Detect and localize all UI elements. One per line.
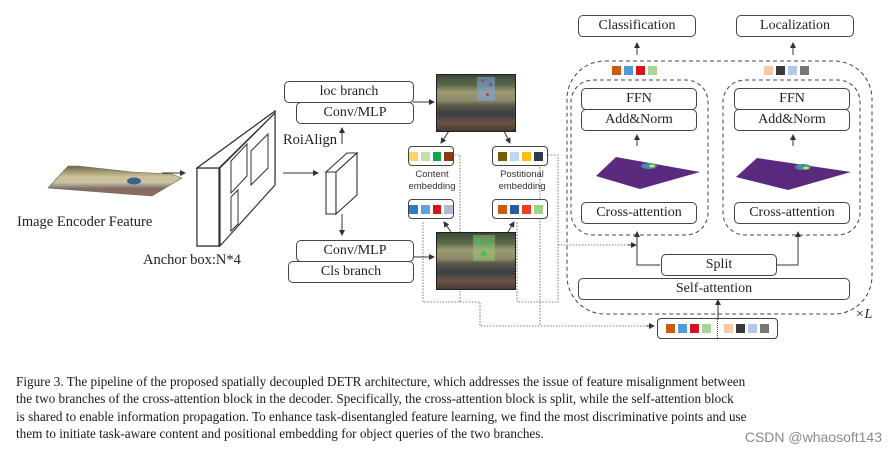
positional-embedding-top: [492, 146, 548, 166]
cls-cross-attention-box: Cross-attention: [581, 202, 697, 224]
color-swatch: [497, 151, 507, 161]
content-embedding-label: Content embedding: [408, 169, 456, 193]
loc-keypoint-image: [436, 74, 516, 132]
cls-branch-border: [570, 79, 709, 236]
color-swatch: [533, 151, 543, 161]
color-swatch: [509, 204, 519, 214]
cls-ffn-box: FFN: [581, 88, 697, 110]
split-box: Split: [661, 254, 777, 276]
loc-addnorm-box: Add&Norm: [734, 109, 850, 131]
roi-feature-slab: [324, 151, 359, 216]
arrow-split-to-left: [634, 231, 660, 266]
anchor-box-label: Anchor box:N*4: [143, 252, 241, 268]
color-swatch: [648, 66, 657, 75]
arrow-split-to-right: [776, 231, 801, 266]
decoder-layer-border: [566, 60, 873, 315]
keypoint-dot: [481, 251, 486, 256]
caption-line: Figure 3. The pipeline of the proposed s…: [16, 374, 746, 389]
color-swatch: [636, 66, 645, 75]
content-embedding-label-line2: embedding: [408, 181, 456, 192]
caption-line: the two branches of the cross-attention …: [16, 391, 734, 407]
figure-caption: Figure 3. The pipeline of the proposed s…: [16, 373, 884, 442]
color-swatch: [432, 151, 442, 161]
caption-line: them to initiate task-aware content and …: [16, 425, 544, 441]
query-routing-lines: [422, 154, 654, 327]
color-swatch: [690, 324, 699, 333]
color-swatch: [800, 66, 809, 75]
arrow-locimg-to-content: [440, 130, 450, 144]
color-swatch: [764, 66, 773, 75]
color-swatch: [409, 204, 418, 214]
color-swatch: [776, 66, 785, 75]
cls-conv-mlp-box: Conv/MLP: [296, 240, 414, 262]
keypoint-dot: [477, 238, 482, 243]
positional-embedding-label-line2: embedding: [498, 181, 546, 192]
cls-addnorm-box: Add&Norm: [581, 109, 697, 131]
object-queries: [657, 318, 778, 339]
classification-box: Classification: [578, 15, 696, 37]
loc-branch-border: [722, 79, 861, 236]
color-swatch: [444, 204, 453, 214]
color-swatch: [788, 66, 797, 75]
color-swatch: [409, 151, 418, 161]
loc-branch-box: loc branch: [284, 81, 414, 103]
color-swatch: [624, 66, 633, 75]
color-swatch: [521, 151, 531, 161]
color-swatch: [420, 204, 430, 214]
color-swatch: [760, 324, 769, 333]
caption-line: is shared to enable information propagat…: [16, 408, 747, 424]
color-swatch: [521, 204, 531, 214]
color-swatch: [748, 324, 757, 333]
keypoint-dot: [481, 79, 484, 82]
cls-branch-box: Cls branch: [288, 261, 414, 283]
color-swatch: [444, 151, 453, 161]
repeat-l-label: ×L: [855, 307, 873, 322]
arrow-locimg-to-positional: [503, 130, 511, 144]
anchor-box-block: [195, 109, 276, 248]
positional-embedding-label: Postitional embedding: [492, 169, 552, 193]
cls-keypoint-image: [436, 232, 516, 290]
color-swatch: [678, 324, 687, 333]
color-swatch: [420, 151, 430, 161]
color-swatch: [432, 204, 442, 214]
loc-highlight-region: [477, 77, 495, 101]
localization-box: Localization: [736, 15, 854, 37]
color-swatch: [509, 151, 519, 161]
cls-attention-map: [596, 157, 700, 189]
color-swatch: [612, 66, 621, 75]
positional-embedding-bottom: [492, 199, 548, 219]
color-swatch: [666, 324, 675, 333]
roialign-label: RoiAlign: [283, 132, 337, 148]
color-swatch: [702, 324, 711, 333]
content-embedding-bottom: [408, 199, 454, 219]
arrow-clsimg-to-content: [443, 221, 452, 233]
loc-ffn-box: FFN: [734, 88, 850, 110]
positional-embedding-label-line1: Postitional: [500, 169, 544, 180]
loc-attention-map: [736, 158, 851, 190]
image-encoder-label: Image Encoder Feature: [17, 214, 153, 230]
content-embedding-top: [408, 146, 454, 166]
color-swatch: [736, 324, 745, 333]
color-swatch: [533, 204, 543, 214]
watermark: CSDN @whaosoft143: [744, 429, 882, 445]
color-swatch: [724, 324, 733, 333]
self-attention-box: Self-attention: [578, 278, 850, 300]
color-swatch: [497, 204, 507, 214]
image-encoder-feature-map: [47, 165, 183, 197]
loc-query-swatches: [764, 66, 809, 75]
query-divider: [717, 319, 718, 338]
loc-conv-mlp-box: Conv/MLP: [296, 102, 414, 124]
content-embedding-label-line1: Content: [415, 169, 449, 180]
keypoint-dot: [489, 83, 492, 86]
cls-query-swatches: [612, 66, 657, 75]
keypoint-dot: [486, 93, 489, 96]
arrow-clsimg-to-positional: [507, 221, 515, 233]
keypoint-dot: [485, 242, 490, 247]
loc-cross-attention-box: Cross-attention: [734, 202, 850, 224]
